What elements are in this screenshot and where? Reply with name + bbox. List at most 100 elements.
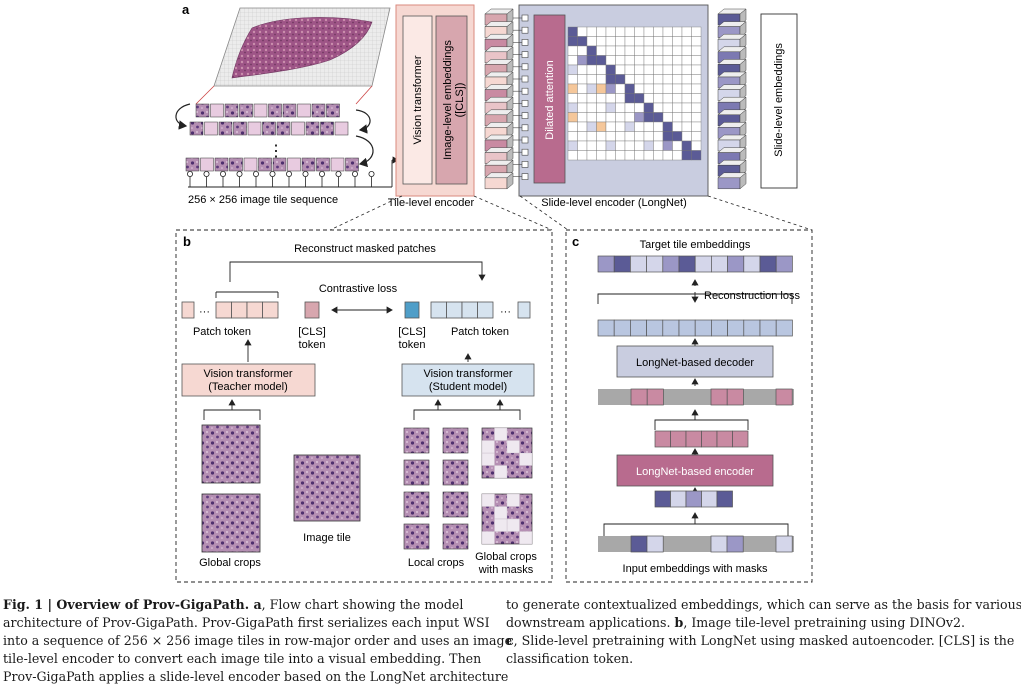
local-crop: [442, 427, 469, 454]
attention-cell: [596, 74, 607, 85]
slide-level-encoder-label: Slide-level encoder (LongNet): [541, 197, 687, 209]
wsi-tile: [229, 157, 243, 172]
attention-cell: [672, 102, 683, 113]
local-crop: [403, 491, 430, 518]
attention-cell: [567, 131, 578, 142]
caption-line: tile-level encoder to convert each image…: [3, 650, 483, 668]
wsi-tile: [297, 103, 311, 118]
attention-cell: [653, 112, 664, 123]
cube-side: [739, 159, 747, 177]
attention-cell: [643, 121, 654, 132]
local-crop: [403, 459, 430, 486]
wsi-tile: [195, 103, 210, 118]
embedding-cell: [678, 255, 696, 273]
masked-input-row: [598, 535, 794, 553]
attention-cell: [643, 64, 654, 75]
attention-cell: [615, 121, 626, 132]
embedding-cell: [743, 255, 761, 273]
mask-patch: [481, 452, 495, 466]
wsi-tile: [320, 121, 334, 136]
wsi-tile: [233, 121, 247, 136]
input-tick: [521, 136, 529, 144]
attention-cell: [681, 45, 692, 56]
cube-side: [739, 109, 747, 127]
row-turn-arrow-lower: [355, 135, 374, 168]
student-patch-token: [477, 301, 494, 319]
attention-cell: [672, 64, 683, 75]
embedding-cell: [727, 255, 745, 273]
local-crops-label: Local crops: [408, 557, 465, 569]
panel-c: c Target tile embeddings Reconstruction …: [565, 229, 813, 583]
visible-input-token: [726, 535, 744, 553]
attention-cell: [615, 64, 626, 75]
wsi-tile: [243, 157, 258, 172]
wsi-tile: [210, 103, 224, 118]
wsi-tile: [276, 121, 291, 136]
attention-cell: [681, 55, 692, 66]
input-tick: [521, 14, 529, 22]
student-line1: Vision transformer: [423, 368, 512, 380]
panel-b-letter: b: [183, 234, 191, 249]
attention-cell: [624, 45, 635, 56]
attention-cell: [672, 83, 683, 94]
attention-cell: [605, 36, 616, 47]
cube-side: [739, 121, 747, 139]
input-tick: [521, 51, 529, 58]
wsi-tile: [282, 103, 297, 118]
image-tile-label: Image tile: [303, 532, 351, 544]
attention-cell: [605, 121, 616, 132]
attention-cell: [662, 83, 673, 94]
attention-cell: [615, 112, 626, 123]
wsi-tile: [185, 157, 200, 172]
attention-cell: [653, 45, 664, 56]
attention-cell: [691, 55, 702, 66]
target-tile-embeddings: [597, 255, 793, 273]
attention-cell: [605, 64, 616, 75]
wsi-tile: [258, 157, 272, 172]
cube-side: [506, 159, 514, 177]
cube-side: [506, 58, 514, 76]
embedding-cell: [711, 255, 728, 273]
attention-cell: [605, 55, 616, 66]
attention-cell: [681, 74, 692, 85]
wsi-tile: [204, 121, 218, 136]
local-crop: [442, 459, 469, 486]
reconstructed-embeddings: [597, 319, 793, 337]
attention-cell: [662, 26, 673, 37]
embedding-cell: [646, 319, 664, 337]
attention-cell: [681, 102, 692, 113]
attention-cell: [624, 74, 635, 85]
decoder-token: [710, 388, 728, 406]
student-patch-tokens: [430, 301, 494, 319]
attention-cell: [653, 140, 664, 151]
cube-side: [739, 46, 747, 64]
teacher-token-dots: ···: [199, 306, 210, 318]
encoder-input-token: [716, 490, 733, 508]
cube-side: [506, 46, 514, 64]
slide-embeddings-stack: [717, 8, 747, 190]
caption-fragment: b: [674, 615, 684, 630]
cube-side: [506, 109, 514, 127]
caption-line: architecture of Prov-GigaPath. Prov-Giga…: [3, 614, 490, 632]
attention-cell: [634, 121, 645, 132]
caption-right-column: to generate contextualized embeddings, w…: [506, 596, 1021, 668]
patch-token-right-label: Patch token: [451, 326, 509, 338]
attention-cell: [691, 140, 702, 151]
mask-patch: [519, 452, 533, 466]
mask-patch: [506, 493, 520, 507]
wsi-tile: [345, 157, 359, 172]
attention-cell: [653, 150, 664, 161]
cube-side: [739, 134, 747, 152]
encoder-output-token: [716, 430, 733, 448]
decoder-input-row: [598, 388, 794, 406]
attention-cell: [586, 150, 597, 161]
input-embeddings-label: Input embeddings with masks: [623, 563, 768, 575]
input-mask-bar: [598, 536, 794, 552]
student-patch-token: [461, 301, 478, 319]
caption-fragment: into a sequence of 256 × 256 image tiles…: [3, 633, 513, 648]
attention-cell: [672, 112, 683, 123]
attention-cell: [691, 36, 702, 47]
encoder-output-token: [685, 430, 702, 448]
attention-cell: [662, 131, 673, 142]
attention-cell: [596, 26, 607, 37]
